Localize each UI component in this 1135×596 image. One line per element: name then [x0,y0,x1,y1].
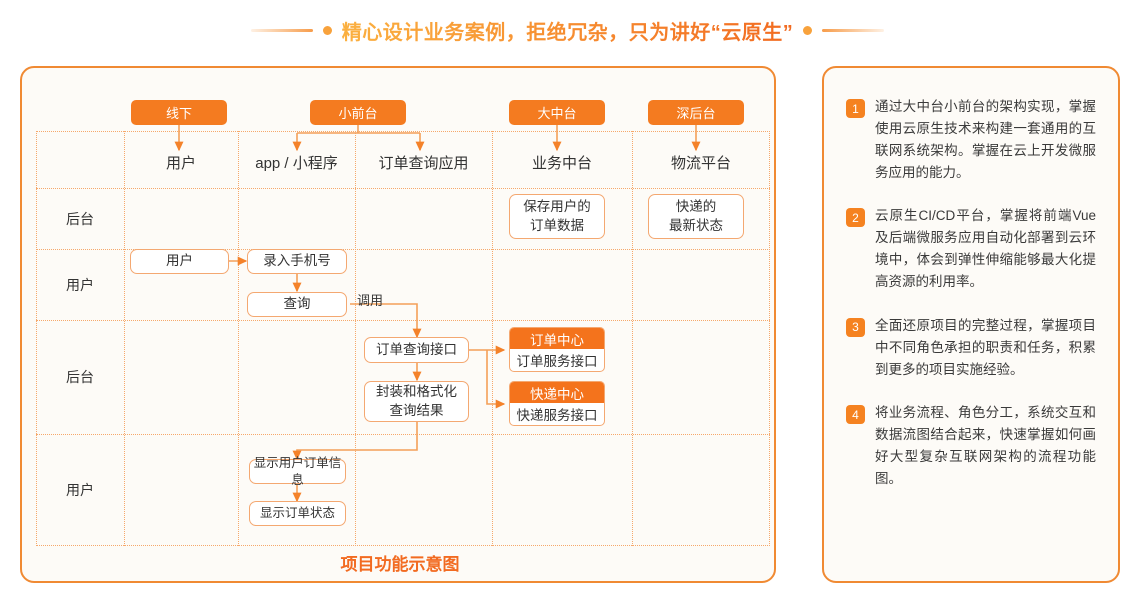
goal-text-4: 将业务流程、角色分工，系统交互和数据流图结合起来，快速掌握如何画好大型复杂互联网… [875,405,1096,487]
goal-number-badge-4: 4 [846,405,865,425]
badge-mid-platform[interactable]: 大中台 [509,100,605,125]
service-box-express-center-body: 快递服务接口 [516,408,598,423]
column-header-logistics: 物流平台 [670,154,731,172]
service-box-express-center-head: 快递中心 [510,382,604,403]
badge-small-front[interactable]: 小前台 [310,100,406,125]
row-label-backend-2: 后台 [66,369,94,385]
grid-vline-3 [355,131,356,546]
row-label-backend-1: 后台 [66,210,94,227]
badge-deep-backend[interactable]: 深后台 [648,100,744,125]
service-box-express-center[interactable]: 快递中心 快递服务接口 [509,381,605,426]
row-label-user-1: 用户 [66,276,94,293]
box-format-result[interactable]: 封装和格式化 查询结果 [364,381,469,422]
service-box-order-center-head: 订单中心 [510,328,604,349]
goal-number-badge-1: 1 [846,99,865,118]
page-title: 精心设计业务案例，拒绝冗杂，只为讲好“云原生” [342,16,794,45]
box-show-order-status[interactable]: 显示订单状态 [249,501,346,526]
title-right-line [822,28,885,32]
column-header-app: app / 小程序 [255,154,338,172]
badge-offline[interactable]: 线下 [131,100,227,125]
title-right-dot-icon [803,25,813,35]
box-enter-phone[interactable]: 录入手机号 [247,249,347,274]
title-left-line [250,28,313,32]
page-title-bar: 精心设计业务案例，拒绝冗杂，只为讲好“云原生” [0,12,1135,48]
goal-item-4: 4 将业务流程、角色分工，系统交互和数据流图结合起来，快速掌握如何画好大型复杂互… [846,402,1096,489]
grid-vline-2 [238,131,239,546]
diagram-caption: 项目功能示意图 [340,555,460,574]
swimlane-grid [36,131,770,546]
goal-text-3: 全面还原项目的完整过程，掌握项目中不同角色承担的职责和任务，积累到更多的项目实施… [875,317,1096,377]
column-header-business-mid: 业务中台 [531,154,592,172]
column-header-order-query-app: 订单查询应用 [378,154,469,172]
goal-item-1: 1 通过大中台小前台的架构实现，掌握使用云原生技术来构建一套通用的互联网系统架构… [846,96,1096,183]
column-header-user: 用户 [165,154,196,172]
edge-label-invoke: 调用 [357,293,384,308]
grid-hline-2 [36,249,770,250]
grid-hline-4 [36,434,770,435]
row-label-user-2: 用户 [66,482,94,498]
goals-card: 1 通过大中台小前台的架构实现，掌握使用云原生技术来构建一套通用的互联网系统架构… [822,66,1120,583]
goal-item-2: 2 云原生CI/CD平台，掌握将前端Vue及后端微服务应用自动化部署到云环境中，… [846,205,1096,292]
box-show-order-info[interactable]: 显示用户订单信息 [249,456,346,487]
box-order-query-interface[interactable]: 订单查询接口 [364,337,469,363]
grid-vline-5 [632,131,633,546]
box-latest-express-state[interactable]: 快递的 最新状态 [648,194,744,239]
goal-number-badge-3: 3 [846,317,865,337]
box-save-order-data[interactable]: 保存用户的 订单数据 [509,194,605,239]
grid-hline-3 [36,320,770,321]
service-box-order-center[interactable]: 订单中心 订单服务接口 [509,327,605,372]
grid-hline-1 [36,188,770,189]
goal-text-1: 通过大中台小前台的架构实现，掌握使用云原生技术来构建一套通用的互联网系统架构。掌… [875,99,1096,180]
service-box-order-center-body: 订单服务接口 [516,354,598,369]
goal-text-2: 云原生CI/CD平台，掌握将前端Vue及后端微服务应用自动化部署到云环境中，体会… [875,208,1096,290]
box-query[interactable]: 查询 [247,292,347,317]
goal-number-badge-2: 2 [846,208,865,228]
title-left-dot-icon [322,25,332,35]
grid-vline-4 [492,131,493,546]
goal-item-3: 3 全面还原项目的完整过程，掌握项目中不同角色承担的职责和任务，积累到更多的项目… [846,315,1096,381]
grid-vline-1 [124,131,125,546]
box-user-actor[interactable]: 用户 [130,249,229,274]
